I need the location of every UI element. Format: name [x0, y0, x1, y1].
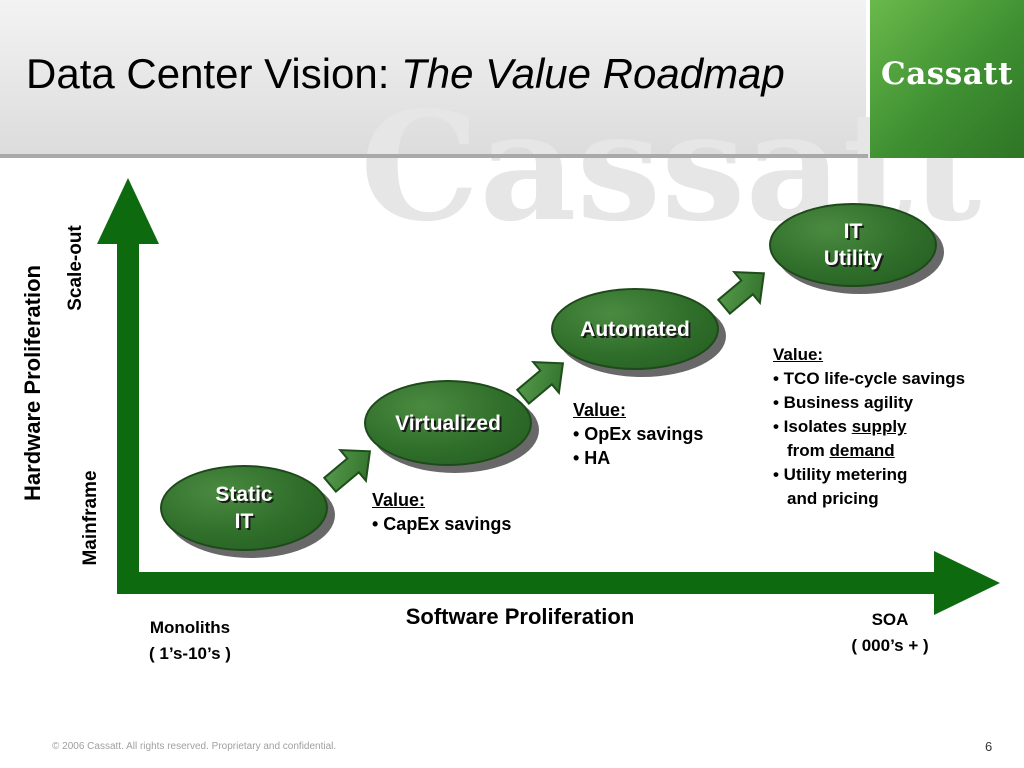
- page-number: 6: [985, 739, 993, 754]
- logo-panel: [870, 0, 1024, 158]
- demand-word: demand: [829, 441, 895, 460]
- supply-word: supply: [851, 417, 907, 436]
- value-block-static: Value: • CapEx savings: [372, 488, 511, 536]
- stage-it-utility: IT Utility: [769, 203, 937, 287]
- stage-virtualized: Virtualized: [364, 380, 532, 466]
- value-heading: Value:: [573, 400, 627, 420]
- stage-static-it: Static IT: [160, 465, 328, 551]
- stage-label: Virtualized: [395, 411, 501, 435]
- value-item-isolates: • Isolates supply: [773, 415, 965, 439]
- value-heading: Value:: [372, 490, 426, 510]
- value-item: • Utility metering: [773, 465, 908, 484]
- soa-caption: SOA ( 000’s + ): [820, 607, 960, 659]
- caption-line: ( 1’s-10’s ): [149, 644, 231, 663]
- cassatt-logo: Cassatt: [881, 56, 1013, 92]
- vertical-axis-shaft: [117, 240, 139, 592]
- connector-arrow-3: [716, 271, 766, 316]
- stage-label: IT Utility: [823, 220, 883, 270]
- value-item: • CapEx savings: [372, 514, 512, 534]
- value-item: • TCO life-cycle savings: [773, 369, 966, 388]
- value-item-continuation: and pricing: [787, 489, 879, 508]
- mainframe-label: Mainframe: [80, 470, 101, 566]
- connector-arrow-2: [515, 361, 565, 406]
- title-plain: Data Center Vision:: [26, 50, 390, 97]
- stage-label: Automated: [580, 317, 690, 341]
- caption-line: SOA: [871, 610, 909, 629]
- monoliths-caption: Monoliths ( 1’s-10’s ): [120, 615, 260, 667]
- header-band: [0, 0, 866, 154]
- value-text: from: [787, 441, 830, 460]
- stage-label: Static IT: [215, 483, 273, 533]
- page-title: Data Center Vision: The Value Roadmap: [26, 50, 785, 98]
- value-item: • Business agility: [773, 393, 914, 412]
- value-heading: Value:: [773, 345, 824, 364]
- horizontal-axis-shaft: [117, 572, 939, 594]
- stage-automated: Automated: [551, 288, 719, 370]
- caption-line: ( 000’s + ): [851, 636, 929, 655]
- value-item: • OpEx savings: [573, 424, 704, 444]
- caption-line: Monoliths: [149, 618, 231, 637]
- software-proliferation-label: Software Proliferation: [405, 604, 635, 629]
- footer-copyright: © 2006 Cassatt. All rights reserved. Pro…: [52, 741, 337, 752]
- header-divider: [0, 154, 868, 158]
- value-block-automated: Value: • TCO life-cycle savings • Busine…: [773, 343, 965, 511]
- vertical-axis-arrowhead: [97, 178, 159, 244]
- scale-out-label: Scale-out: [65, 225, 86, 311]
- value-block-virtualized: Value: • OpEx savings • HA: [573, 398, 703, 470]
- value-item: • HA: [573, 448, 611, 468]
- hardware-proliferation-label: Hardware Proliferation: [20, 265, 45, 501]
- value-item-continuation: from demand: [773, 439, 965, 463]
- connector-arrow-1: [322, 449, 372, 494]
- horizontal-axis-arrowhead: [934, 551, 1000, 615]
- value-text: • Isolates: [773, 417, 852, 436]
- title-italic: The Value Roadmap: [401, 50, 785, 97]
